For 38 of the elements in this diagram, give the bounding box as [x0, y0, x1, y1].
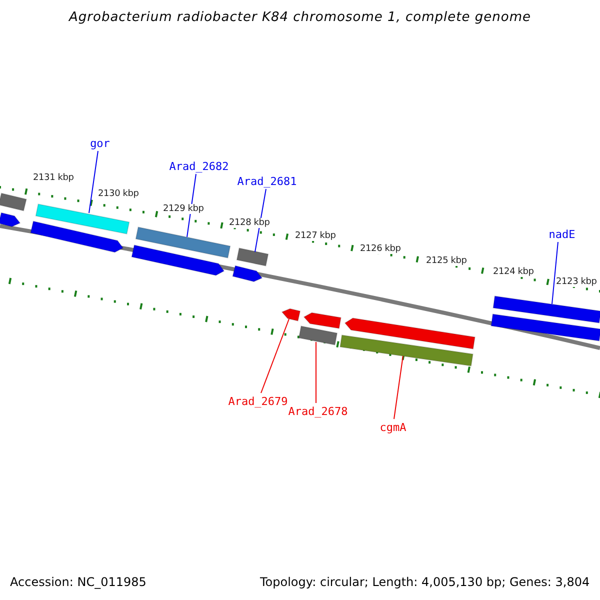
gene-bar: [236, 248, 269, 266]
gene-bar: [0, 192, 27, 212]
title: Agrobacterium radiobacter K84 chromosome 1, complete genome: [68, 10, 532, 25]
scale-label: 2125 kbp: [425, 256, 468, 266]
leader-line: [394, 356, 404, 420]
gene-bar: [30, 220, 124, 253]
leader-line: [552, 242, 558, 304]
leader-line: [260, 318, 290, 394]
gene-bar: [298, 326, 338, 346]
scale-label: 2127 kbp: [294, 231, 337, 241]
gene-bar: [340, 334, 474, 366]
scale-label: 2129 kbp: [162, 204, 205, 214]
gene-bar: [232, 265, 263, 282]
gene-bar: [135, 226, 231, 258]
leader-line: [88, 150, 98, 214]
gene-bar: [303, 312, 342, 329]
gene-bar: [0, 212, 21, 228]
scale-label: 2128 kbp: [228, 218, 271, 228]
footer-text: Topology: circular; Length: 4,005,130 bp; Genes: 3,804: [260, 575, 590, 589]
scale-label: 2124 kbp: [492, 267, 535, 277]
gene-bar: [490, 314, 600, 342]
scale-label: 2131 kbp: [32, 173, 75, 183]
gene-label: Arad_2679: [228, 395, 288, 408]
scale-label: 2130 kbp: [97, 189, 140, 199]
gene-label: nadE: [548, 228, 576, 241]
gene-bar: [344, 318, 476, 350]
gene-label: cgmA: [380, 421, 406, 434]
gene-label: Arad_2682: [169, 160, 229, 173]
gene-label: Arad_2681: [237, 175, 297, 188]
gene-bar: [35, 204, 130, 234]
gene-bar: [281, 308, 301, 322]
scale-label: 2123 kbp: [555, 277, 598, 287]
scale-label: 2126 kbp: [359, 244, 402, 254]
gene-bar: [131, 244, 225, 276]
gene-bar: [492, 296, 600, 324]
gene-label: Arad_2678: [288, 405, 348, 418]
gene-label: gor: [90, 137, 110, 150]
footer-text: Accession: NC_011985: [10, 575, 146, 589]
